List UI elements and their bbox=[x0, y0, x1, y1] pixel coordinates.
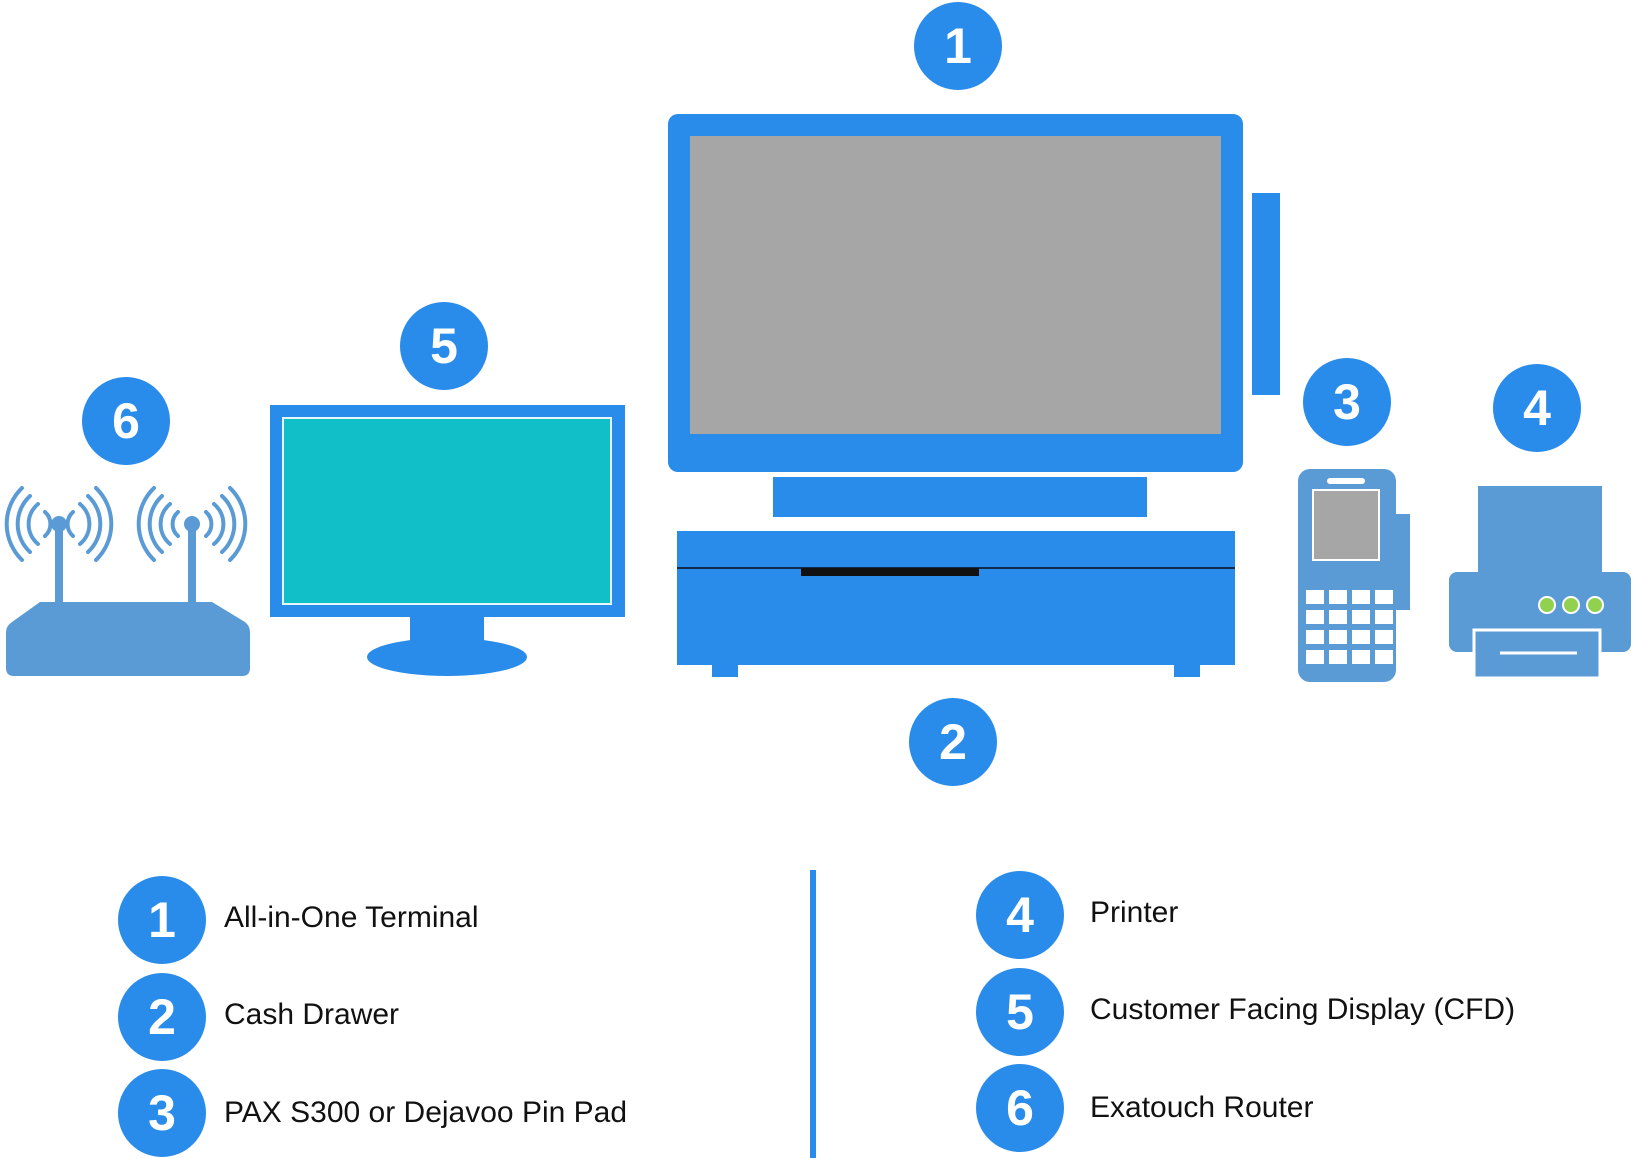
legend-number-badge: 4 bbox=[976, 871, 1064, 959]
legend-label: Exatouch Router bbox=[1090, 1091, 1314, 1124]
legend-label: PAX S300 or Dejavoo Pin Pad bbox=[224, 1096, 628, 1129]
devices-illustration bbox=[4, 114, 1631, 682]
legend-number-badge: 5 bbox=[976, 968, 1064, 1056]
terminal-number-badge: 1 bbox=[914, 2, 1002, 90]
printer-icon bbox=[1449, 486, 1631, 680]
wifi-router-icon bbox=[4, 486, 250, 676]
all-in-one-terminal-icon bbox=[668, 114, 1280, 517]
pin-pad-number-badge: 3 bbox=[1303, 358, 1391, 446]
legend-label: Customer Facing Display (CFD) bbox=[1090, 993, 1516, 1026]
legend-divider bbox=[810, 870, 816, 1158]
monitor-icon bbox=[270, 405, 625, 676]
cash-drawer-number-badge: 2 bbox=[909, 698, 997, 786]
legend-number-badge: 6 bbox=[976, 1064, 1064, 1152]
pin-pad-icon bbox=[1298, 469, 1410, 682]
legend-label: Printer bbox=[1090, 896, 1179, 929]
legend-number-badge: 1 bbox=[118, 876, 206, 964]
cash-drawer-icon bbox=[677, 531, 1235, 677]
legend-number-badge: 3 bbox=[118, 1069, 206, 1157]
router-number-badge: 6 bbox=[82, 377, 170, 465]
cfd-number-badge: 5 bbox=[400, 302, 488, 390]
legend-label: All-in-One Terminal bbox=[224, 901, 479, 934]
legend-label: Cash Drawer bbox=[224, 998, 400, 1031]
legend-number-badge: 2 bbox=[118, 973, 206, 1061]
printer-number-badge: 4 bbox=[1493, 364, 1581, 452]
